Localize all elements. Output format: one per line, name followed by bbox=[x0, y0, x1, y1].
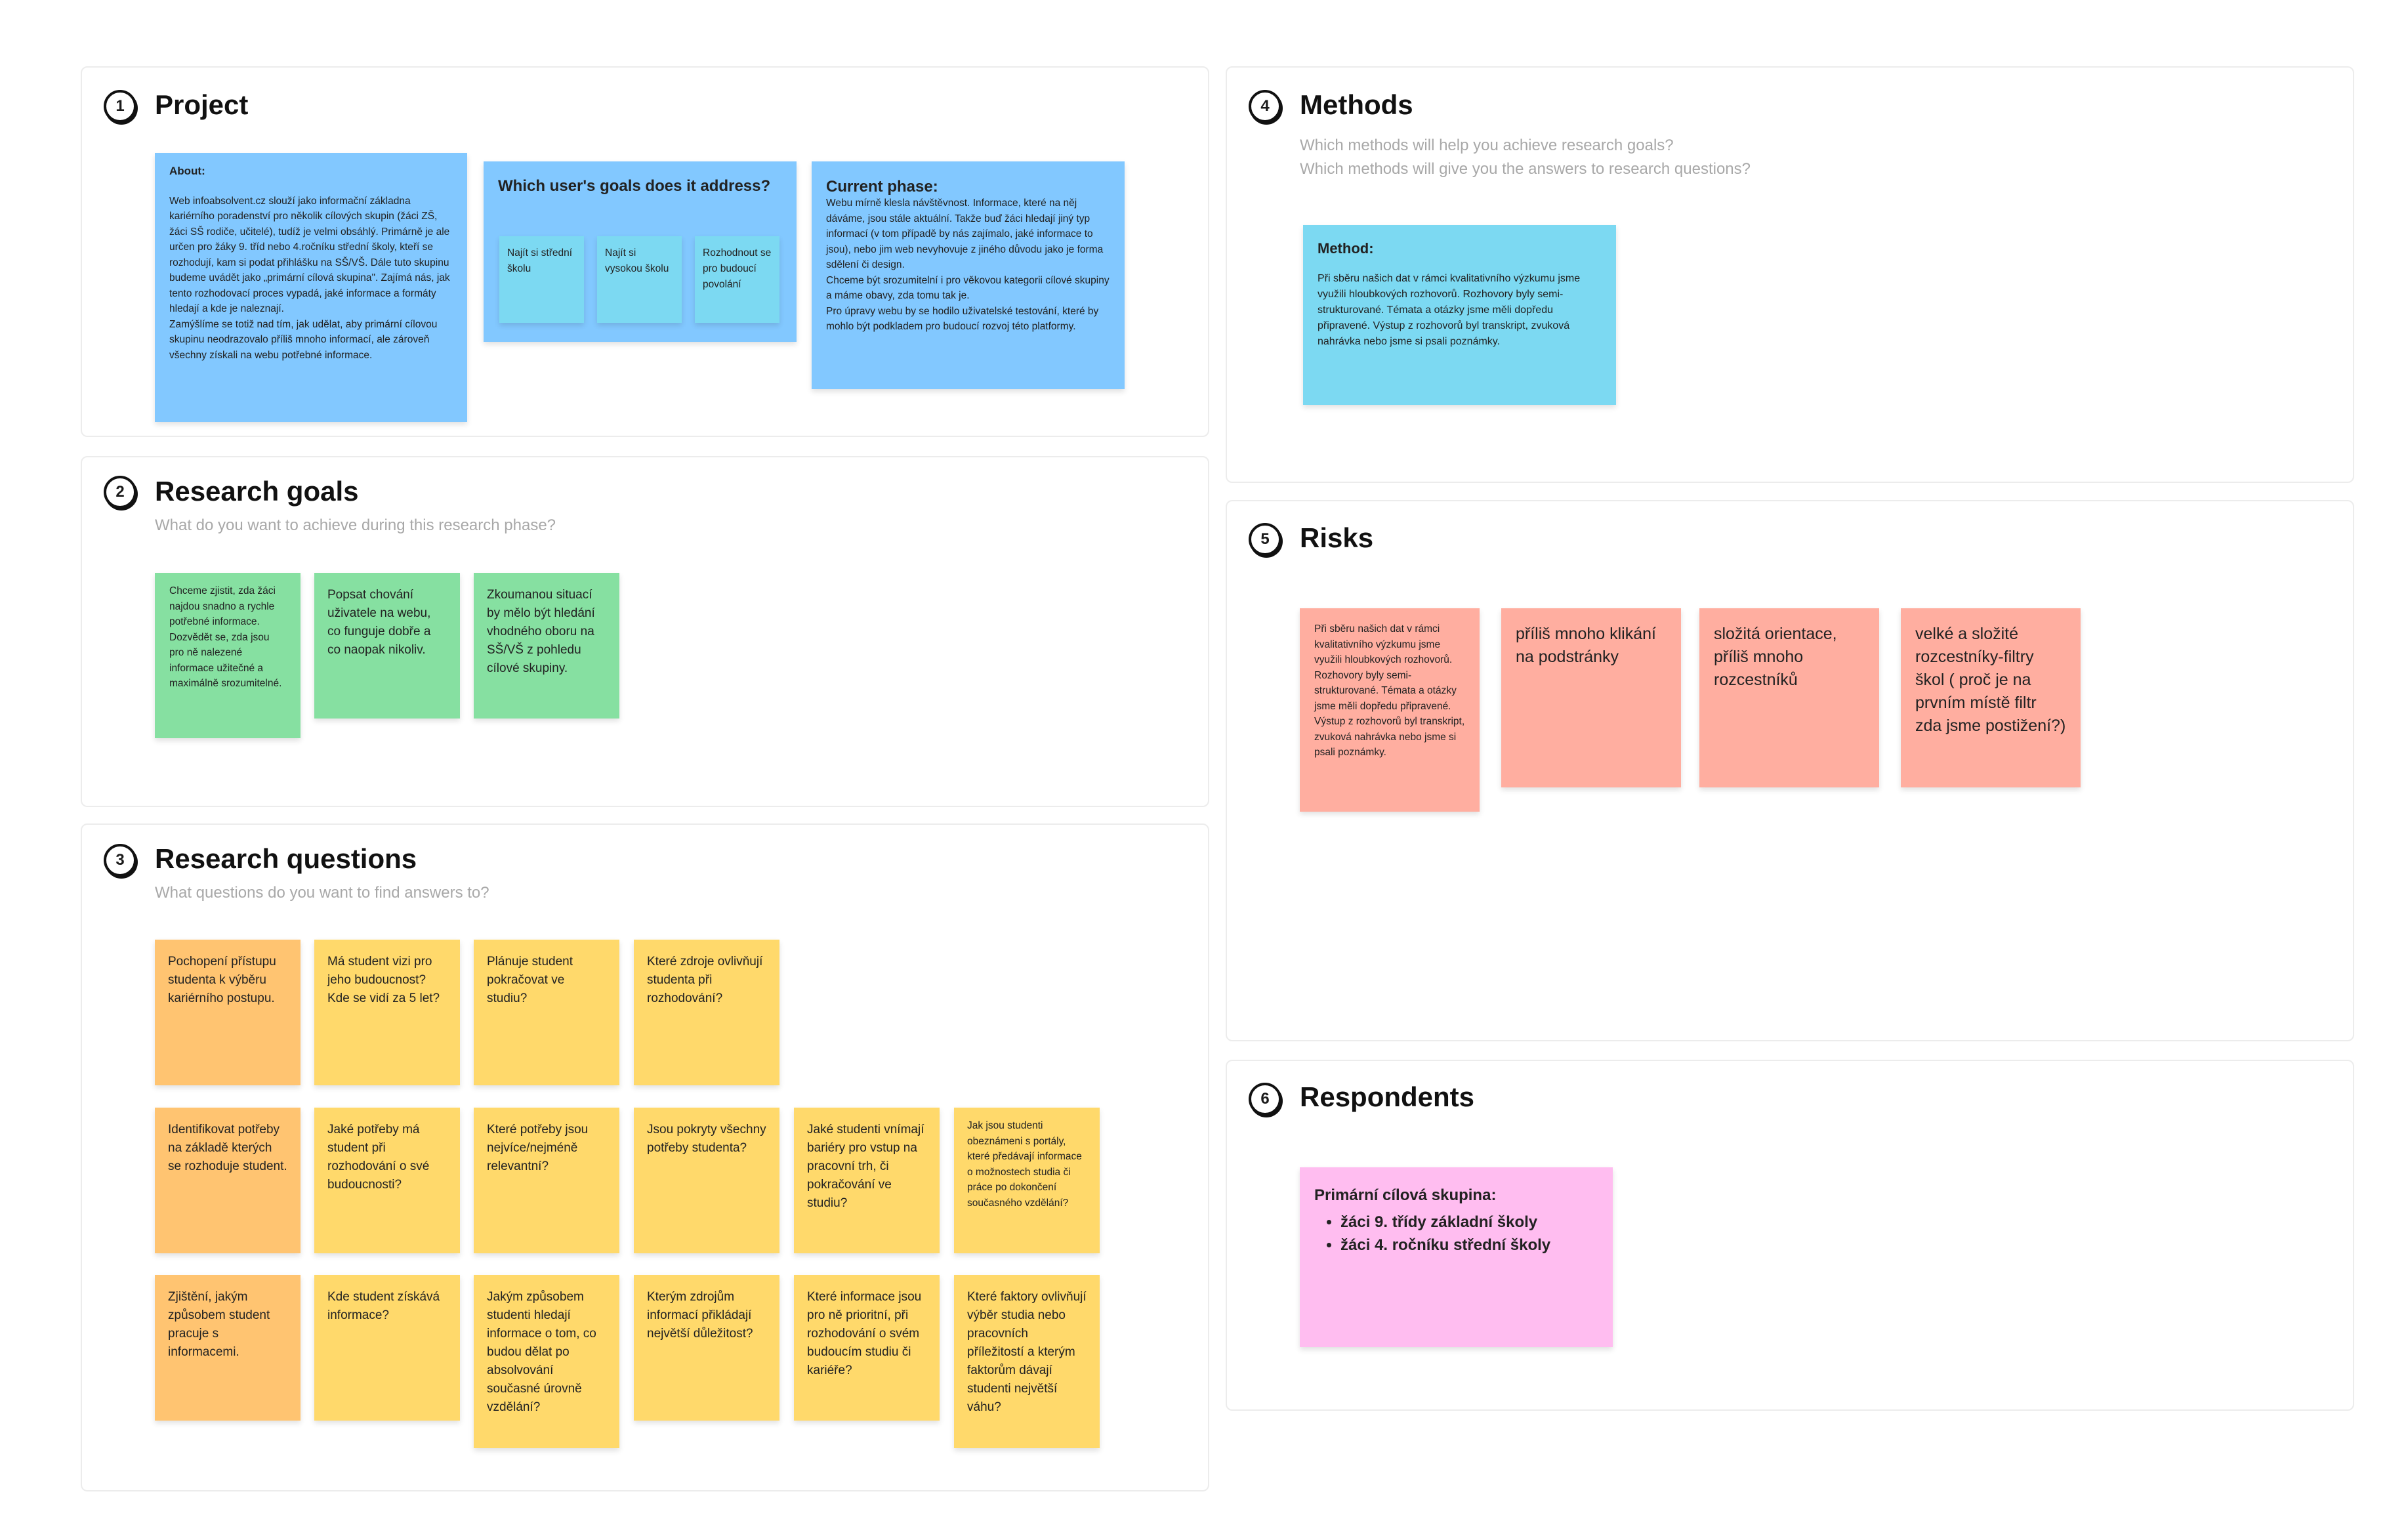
sticky-note-question[interactable]: Které zdroje ovlivňují studenta při rozh… bbox=[634, 940, 779, 1085]
section-number-badge: 3 bbox=[104, 844, 136, 877]
sticky-note-risk[interactable]: příliš mnoho klikání na podstránky bbox=[1501, 608, 1681, 787]
note-text: Při sběru našich dat v rámci kvalitativn… bbox=[1318, 273, 1581, 347]
section-subtitle: Which methods will give you the answers … bbox=[1300, 160, 1751, 178]
list-item: žáci 9. třídy základní školy bbox=[1340, 1211, 1598, 1234]
section-number-badge: 5 bbox=[1249, 523, 1281, 556]
section-number-badge: 1 bbox=[104, 90, 136, 123]
section-title: Project bbox=[155, 89, 249, 120]
section-title: Risks bbox=[1300, 522, 1374, 553]
list-item: žáci 4. ročníku střední školy bbox=[1340, 1234, 1598, 1257]
sticky-note-goal[interactable]: Zkoumanou situací by mělo být hledání vh… bbox=[474, 573, 619, 719]
note-heading: Primární cílová skupina: bbox=[1314, 1186, 1497, 1204]
sticky-note-goal[interactable]: Rozhodnout se pro budoucí povolání bbox=[695, 236, 779, 323]
sticky-note-question[interactable]: Jak jsou studenti obeznámeni s portály, … bbox=[954, 1108, 1100, 1253]
section-subtitle: What do you want to achieve during this … bbox=[155, 516, 556, 534]
sticky-note-risk[interactable]: Při sběru našich dat v rámci kvalitativn… bbox=[1300, 608, 1480, 812]
section-title: Research goals bbox=[155, 476, 359, 507]
section-subtitle: Which methods will help you achieve rese… bbox=[1300, 136, 1674, 154]
sticky-note-question[interactable]: Kterým zdrojům informací přikládají nejv… bbox=[634, 1275, 779, 1421]
sticky-note-question[interactable]: Zjištění, jakým způsobem student pracuje… bbox=[155, 1275, 301, 1421]
sticky-note-question[interactable]: Jsou pokryty všechny potřeby studenta? bbox=[634, 1108, 779, 1253]
section-title: Research questions bbox=[155, 843, 417, 874]
sticky-note-question[interactable]: Pochopení přístupu studenta k výběru kar… bbox=[155, 940, 301, 1085]
sticky-note-question[interactable]: Jaké studenti vnímají bariéry pro vstup … bbox=[794, 1108, 940, 1253]
sticky-note-goal[interactable]: Najít si vysokou školu bbox=[597, 236, 682, 323]
sticky-note-respondents[interactable]: Primární cílová skupina: žáci 9. třídy z… bbox=[1300, 1167, 1613, 1347]
sticky-note-goal[interactable]: Najít si střední školu bbox=[499, 236, 584, 323]
section-subtitle: What questions do you want to find answe… bbox=[155, 884, 489, 902]
section-number-badge: 4 bbox=[1249, 90, 1281, 123]
sticky-note-question[interactable]: Které potřeby jsou nejvíce/nejméně relev… bbox=[474, 1108, 619, 1253]
sticky-note-question[interactable]: Jaké potřeby má student při rozhodování … bbox=[314, 1108, 460, 1253]
note-heading: Which user's goals does it address? bbox=[498, 177, 771, 195]
respondent-list: žáci 9. třídy základní školy žáci 4. roč… bbox=[1314, 1211, 1598, 1257]
section-number-badge: 2 bbox=[104, 476, 136, 509]
note-heading: About: bbox=[169, 165, 205, 177]
sticky-note-question[interactable]: Které faktory ovlivňují výběr studia neb… bbox=[954, 1275, 1100, 1448]
sticky-note-risk[interactable]: velké a složité rozcestníky-filtry škol … bbox=[1901, 608, 2081, 787]
note-heading: Method: bbox=[1318, 240, 1374, 257]
sticky-note-question[interactable]: Identifikovat potřeby na základě kterých… bbox=[155, 1108, 301, 1253]
sticky-note-method[interactable]: Method: Při sběru našich dat v rámci kva… bbox=[1303, 225, 1616, 405]
sticky-note-question[interactable]: Kde student získává informace? bbox=[314, 1275, 460, 1421]
section-title: Respondents bbox=[1300, 1081, 1475, 1112]
sticky-note-question[interactable]: Plánuje student pokračovat ve studiu? bbox=[474, 940, 619, 1085]
note-heading: Current phase: bbox=[826, 178, 938, 196]
note-text: Web infoabsolvent.cz slouží jako informa… bbox=[169, 195, 450, 361]
section-number-badge: 6 bbox=[1249, 1083, 1281, 1115]
note-text: Webu mírně klesla návštěvnost. Informace… bbox=[826, 198, 1110, 332]
sticky-note-current-phase[interactable]: Current phase: Webu mírně klesla návštěv… bbox=[812, 161, 1125, 389]
sticky-note-question[interactable]: Které informace jsou pro ně prioritní, p… bbox=[794, 1275, 940, 1421]
sticky-note-question[interactable]: Má student vizi pro jeho budoucnost? Kde… bbox=[314, 940, 460, 1085]
section-title: Methods bbox=[1300, 89, 1413, 120]
sticky-note-question[interactable]: Jakým způsobem studenti hledají informac… bbox=[474, 1275, 619, 1448]
sticky-note-about[interactable]: About: Web infoabsolvent.cz slouží jako … bbox=[155, 153, 467, 422]
sticky-note-goal[interactable]: Chceme zjistit, zda žáci najdou snadno a… bbox=[155, 573, 301, 738]
sticky-note-risk[interactable]: složitá orientace, příliš mnoho rozcestn… bbox=[1699, 608, 1879, 787]
sticky-note-goal[interactable]: Popsat chování uživatele na webu, co fun… bbox=[314, 573, 460, 719]
